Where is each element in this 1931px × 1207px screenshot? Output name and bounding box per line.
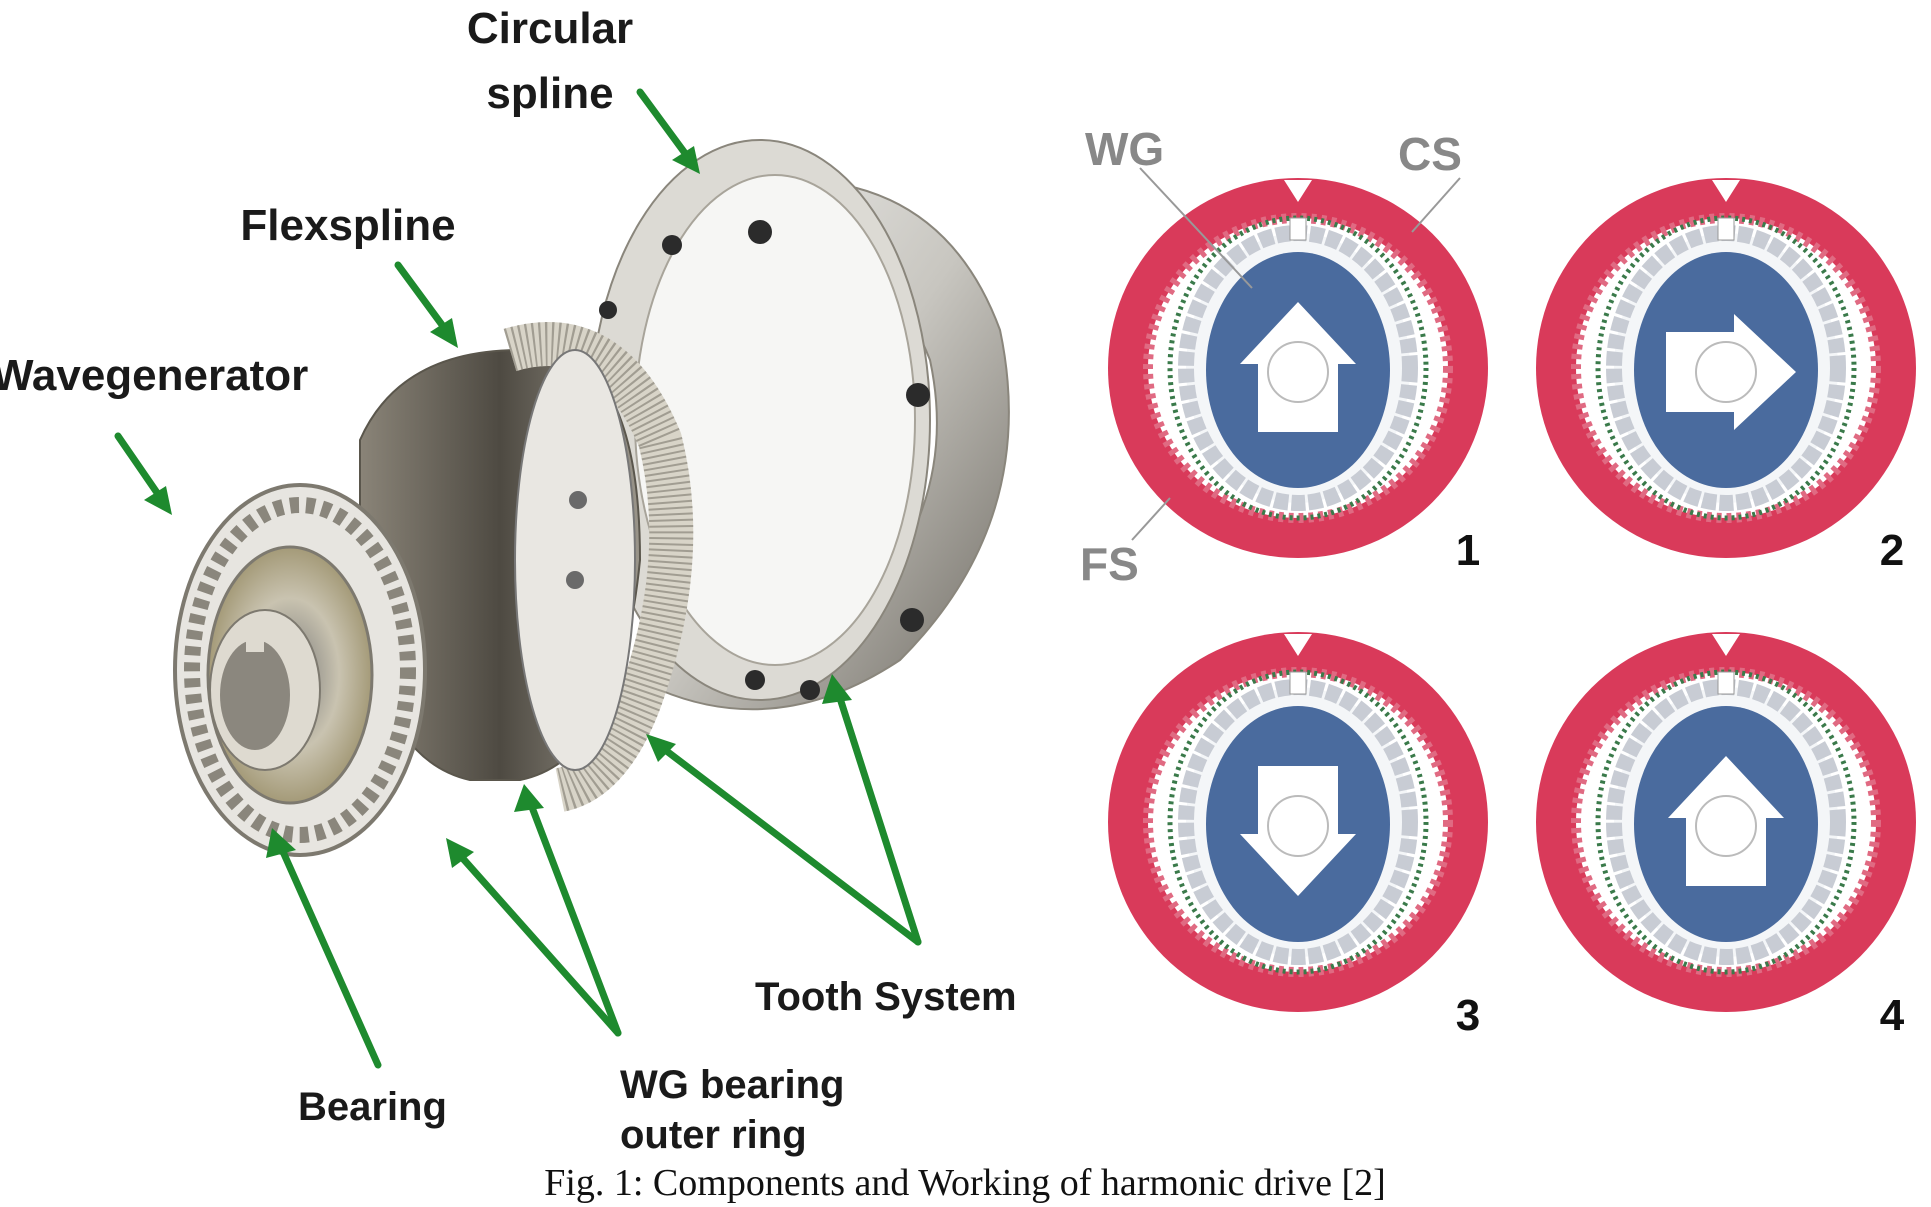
tooth-system-arrow-right (822, 674, 922, 946)
flexspline-teeth (1167, 215, 1429, 521)
cs-leader-line (1411, 177, 1461, 233)
exploded-assembly-illustration (173, 139, 1010, 857)
stage-number: 3 (1456, 991, 1480, 1040)
wg-bearing-label-line1: WG bearing (620, 1063, 844, 1107)
pointer-arrows (114, 88, 922, 1069)
flexspline-arrow (394, 261, 458, 348)
reference-marker (1284, 180, 1312, 202)
stage-number: 2 (1880, 526, 1904, 575)
wg-bearing-arrow-left (446, 838, 622, 1037)
flexspline-teeth (1167, 669, 1429, 975)
hub-bore (1267, 795, 1329, 857)
stage-callouts: WG CS FS (1080, 123, 1462, 590)
wg-bearing-label-line2: outer ring (620, 1113, 807, 1157)
wg-bearing-arrow-right (514, 784, 622, 1037)
tooth-system-label: Tooth System (755, 975, 1017, 1019)
fs-leader-line (1131, 497, 1171, 541)
stage-1: 1 (1108, 178, 1488, 575)
working-stages: 1 2 3 4 (1108, 178, 1916, 1040)
hub-bore (1267, 341, 1329, 403)
stage-2: 2 (1536, 178, 1916, 575)
circular-spline-part (589, 139, 1010, 711)
cs-label: CS (1398, 128, 1462, 180)
figure-caption: Fig. 1: Components and Working of harmon… (544, 1162, 1386, 1204)
circular-spline-arrow (636, 88, 700, 174)
stage-4: 4 (1536, 632, 1916, 1040)
fs-label: FS (1080, 538, 1139, 590)
stage-3: 3 (1108, 632, 1488, 1040)
stage-number: 1 (1456, 526, 1480, 575)
wg-label: WG (1085, 123, 1164, 175)
circular-spline-label-line2: spline (486, 69, 613, 118)
wavegenerator-label: Wavegenerator (0, 351, 308, 400)
flexspline-marker (1289, 671, 1307, 695)
flexspline-marker (1717, 671, 1735, 695)
tooth-system-arrow-left (646, 734, 922, 946)
flexspline-label: Flexspline (240, 201, 455, 250)
wave-generator-part (173, 483, 427, 857)
bearing-arrow (266, 828, 382, 1069)
flexspline-teeth (1595, 669, 1857, 975)
circular-spline-label-line1: Circular (467, 4, 633, 53)
stage-number: 4 (1880, 991, 1905, 1040)
reference-marker (1712, 634, 1740, 656)
flexspline-marker (1289, 217, 1307, 241)
wg-leader-line (1139, 167, 1253, 289)
reference-marker (1284, 634, 1312, 656)
hub-bore (1695, 341, 1757, 403)
hub-bore (1695, 795, 1757, 857)
reference-marker (1712, 180, 1740, 202)
flexspline-marker (1717, 217, 1735, 241)
flexspline-teeth (1595, 215, 1857, 521)
wavegenerator-arrow (114, 432, 172, 515)
bearing-label: Bearing (298, 1085, 447, 1129)
flexspline-part (359, 322, 694, 812)
